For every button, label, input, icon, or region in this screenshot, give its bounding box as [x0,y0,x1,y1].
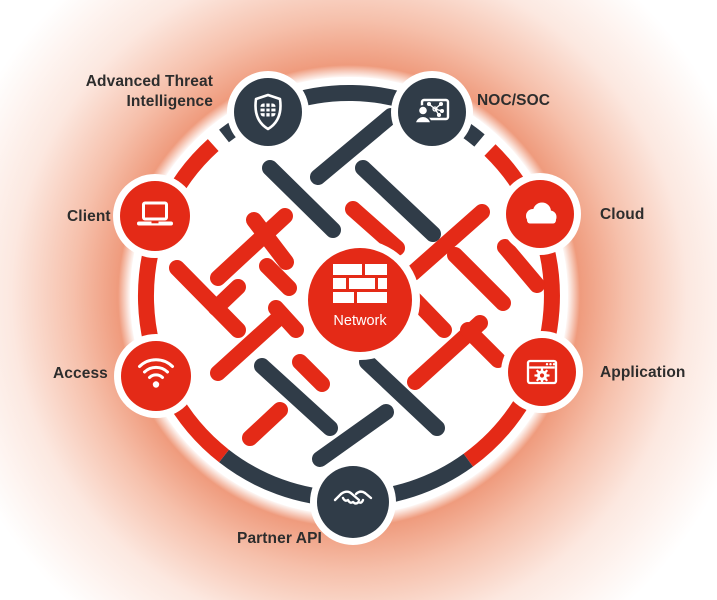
node-circle [120,181,190,251]
weave-segment-red [405,204,490,281]
weave-segment-dark [254,358,338,436]
label-cloud: Cloud [600,206,645,223]
label-line: Advanced Threat [85,73,213,90]
node-network: Network [300,240,420,360]
handshake-icon [333,490,373,505]
weave-segment-red [210,208,293,286]
application-window-icon [526,359,558,385]
label-noc-soc: NOC/SOC [477,92,551,109]
weave-segment-red [259,258,297,296]
cloud-icon [526,202,557,224]
label-application: Application [600,364,686,381]
firewall-brick-icon [333,264,387,303]
node-noc-soc [391,71,473,153]
node-client [113,174,197,258]
weave-segment-red [210,307,290,381]
label-access: Access [53,365,108,382]
weave-segment-red [460,322,506,368]
node-cloud [499,173,581,255]
node-application [501,331,583,413]
weave-segment-dark [359,354,445,436]
node-circle [398,78,466,146]
label-client: Client [67,208,111,225]
weave-segment-dark [310,108,399,185]
weave-segment-red [246,212,294,270]
node-advanced-threat-intelligence [227,71,309,153]
wifi-icon [138,358,174,388]
weave-segment-red [268,300,304,338]
center-node-label: Network [333,313,387,329]
label-line: Intelligence [126,93,213,110]
weave-segment-dark [355,160,441,242]
weave-segment-dark [312,404,394,467]
laptop-icon [137,201,173,226]
weave-segment-red [242,402,288,446]
weave-segment-red [447,247,511,311]
weave-segment-red [292,354,330,392]
label-partner-api: Partner API [237,530,322,547]
weave-segment-red [497,239,545,293]
weave-segment-dark [262,160,341,238]
weave-segment-red [169,260,246,338]
shield-icon [254,93,282,131]
weave-segment-red [407,292,452,338]
noc-soc-monitor-icon [414,98,450,124]
weave-segment-red [345,201,405,256]
node-access [114,334,198,418]
node-partner-api [310,459,396,545]
weave-segment-red [208,279,246,316]
